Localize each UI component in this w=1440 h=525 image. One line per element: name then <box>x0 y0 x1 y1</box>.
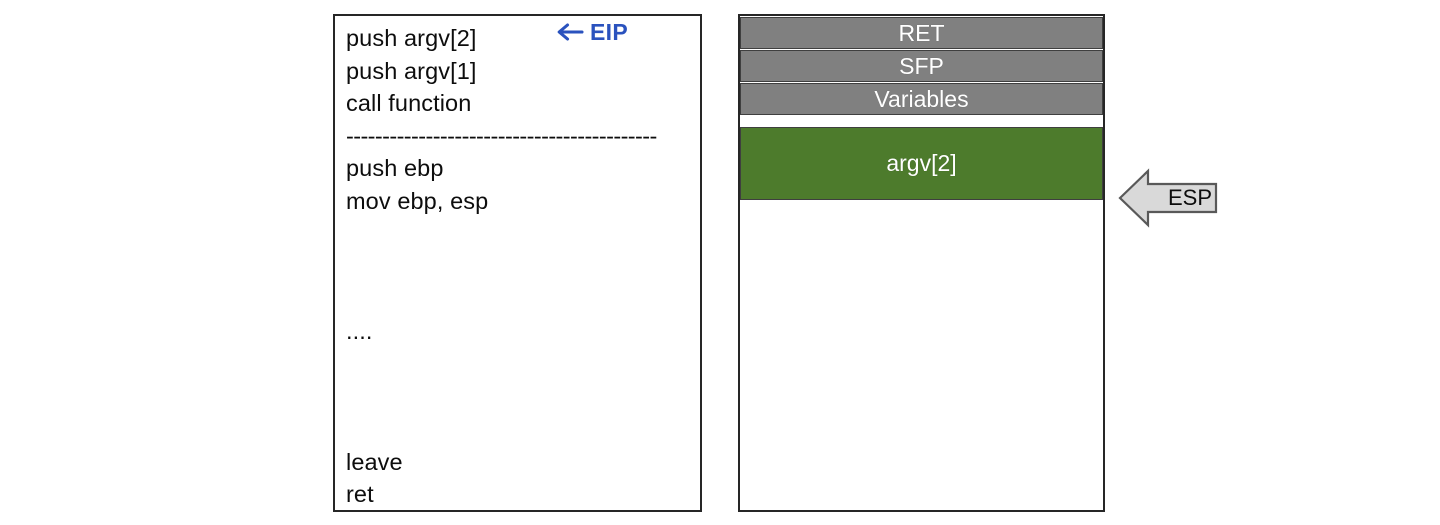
code-line: .... <box>346 318 373 345</box>
stack-slot: SFP <box>740 50 1103 82</box>
arrow-left-block-icon <box>1118 167 1218 229</box>
eip-annotation: EIP <box>556 20 628 44</box>
stack-slot: RET <box>740 17 1103 49</box>
code-line: push ebp <box>346 155 444 182</box>
code-line: push argv[1] <box>346 57 477 84</box>
code-blank-line <box>346 283 698 316</box>
code-separator-line: ----------------------------------------… <box>346 122 657 149</box>
code-listing-panel: push argv[2] push argv[1] call function ---… <box>333 14 702 512</box>
stack-slot-label: RET <box>898 19 945 46</box>
esp-label: ESP <box>1167 185 1213 210</box>
stack-slot-label: SFP <box>899 52 944 79</box>
stack-slot-label: Variables <box>874 85 969 112</box>
code-blank-line <box>346 413 698 446</box>
stack-slot-label: argv[2] <box>886 150 957 176</box>
esp-callout: ESP <box>1118 167 1218 229</box>
stack-slot: argv[2] <box>740 127 1103 200</box>
code-line: call function <box>346 90 472 117</box>
code-line: ret <box>346 481 374 508</box>
stack-slot: Variables <box>740 83 1103 115</box>
code-blank-line <box>346 348 698 381</box>
code-blank-line <box>346 218 698 251</box>
code-line: leave <box>346 448 403 475</box>
eip-label: EIP <box>590 19 628 45</box>
code-blank-line <box>346 250 698 283</box>
code-blank-line <box>346 381 698 414</box>
code-lines-container: push argv[2] push argv[1] call function ---… <box>346 22 698 511</box>
code-line: mov ebp, esp <box>346 187 489 214</box>
arrow-left-icon <box>556 20 584 44</box>
stack-diagram-panel: RET SFP Variables argv[2] <box>738 14 1105 512</box>
code-line: push argv[2] <box>346 25 477 51</box>
